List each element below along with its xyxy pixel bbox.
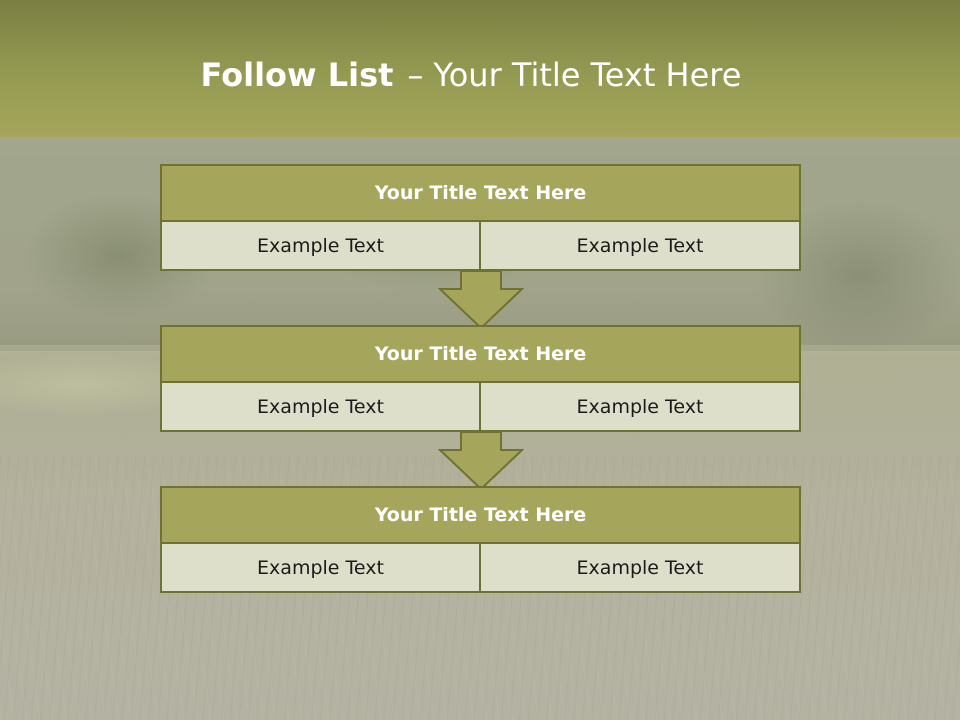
list-block-left-cell: Example Text <box>162 544 479 591</box>
list-block-title: Your Title Text Here <box>162 488 799 542</box>
list-block-left-cell: Example Text <box>162 383 479 430</box>
list-block-3: Your Title Text Here Example Text Exampl… <box>160 486 801 593</box>
list-block-title: Your Title Text Here <box>162 327 799 381</box>
list-block-title: Your Title Text Here <box>162 166 799 220</box>
slide-title-separator: – <box>407 56 424 94</box>
slide-title-bold: Follow List <box>200 56 394 94</box>
list-block-right-cell: Example Text <box>481 544 799 591</box>
list-block-right-cell: Example Text <box>481 222 799 269</box>
list-block-1: Your Title Text Here Example Text Exampl… <box>160 164 801 271</box>
down-arrow-icon <box>438 270 524 330</box>
list-block-2: Your Title Text Here Example Text Exampl… <box>160 325 801 432</box>
down-arrow-icon <box>438 431 524 491</box>
title-banner <box>0 0 960 137</box>
slide-title: Follow List–Your Title Text Here <box>0 55 942 95</box>
slide-title-rest: Your Title Text Here <box>433 56 742 94</box>
list-block-left-cell: Example Text <box>162 222 479 269</box>
list-block-right-cell: Example Text <box>481 383 799 430</box>
